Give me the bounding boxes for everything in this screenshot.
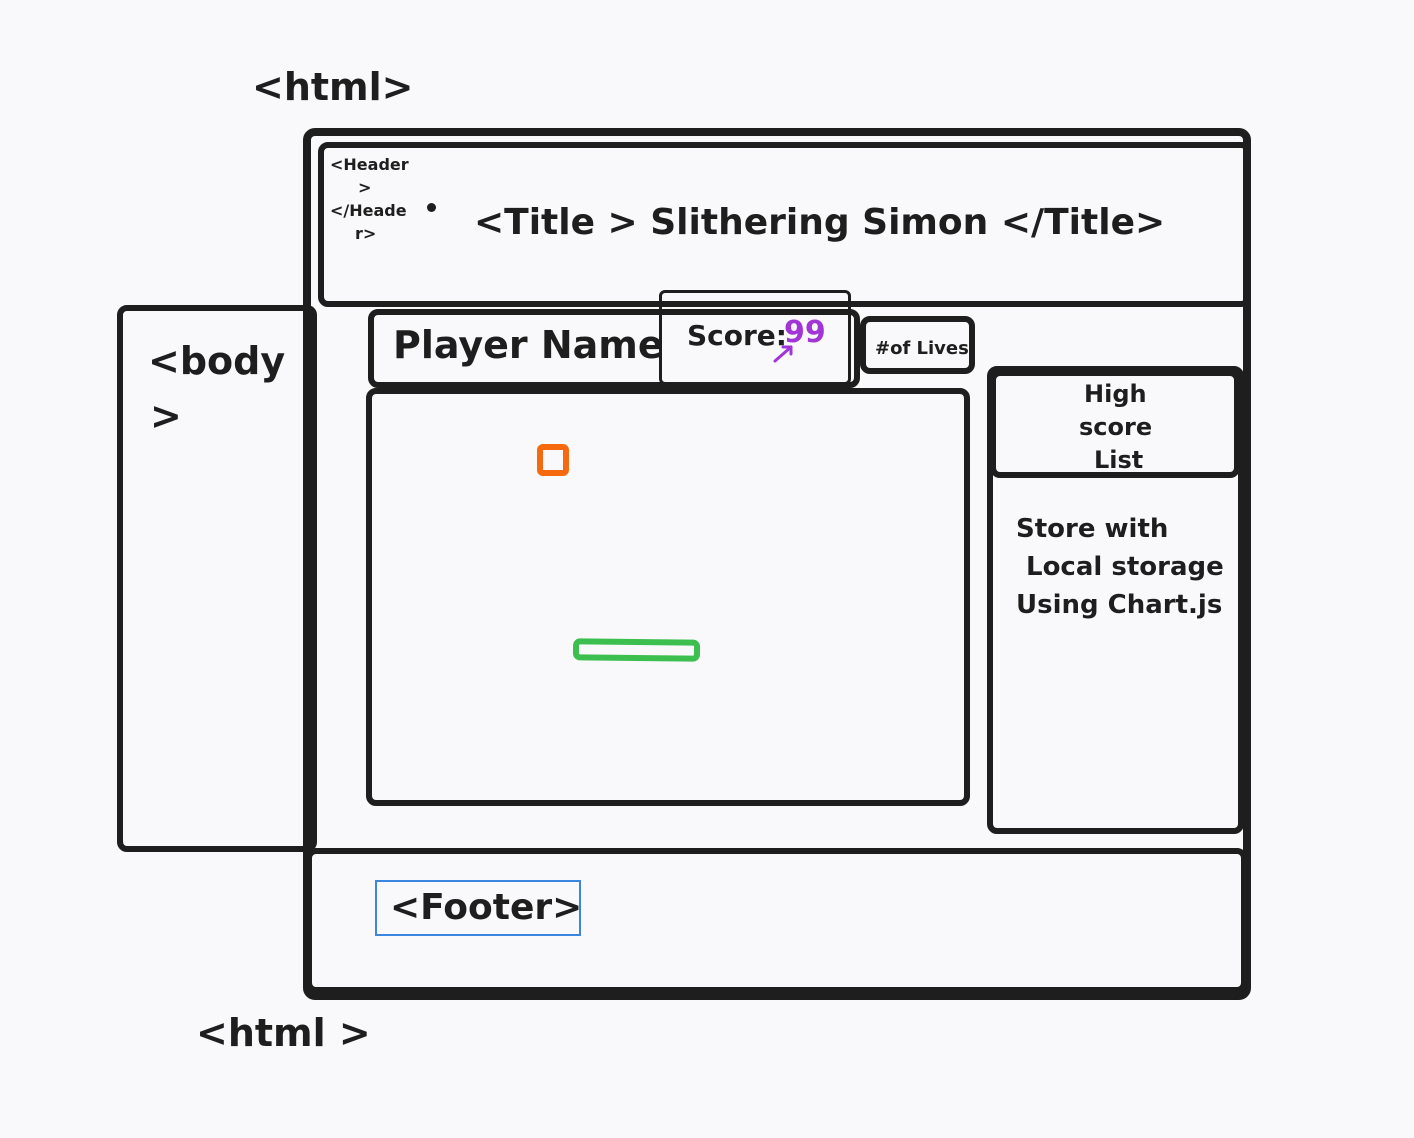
high-score-line1: High xyxy=(1084,380,1147,408)
high-score-header xyxy=(990,370,1240,478)
header-box xyxy=(318,142,1251,307)
score-box xyxy=(659,290,851,385)
header-tag-line2: > xyxy=(358,178,372,197)
high-score-panel xyxy=(987,366,1244,834)
storage-note-line2: Local storage xyxy=(1026,552,1224,582)
score-arrow-icon xyxy=(773,345,793,363)
high-score-line2: score xyxy=(1079,413,1153,441)
bullet-dot xyxy=(427,203,436,212)
html-close-label: <html > xyxy=(196,1011,371,1055)
lives-label: #of Lives xyxy=(875,338,969,359)
html-frame xyxy=(303,128,1251,1000)
lives-box xyxy=(860,316,975,374)
body-box xyxy=(117,305,317,852)
snake-body xyxy=(572,638,701,662)
header-tag-line3: </Heade xyxy=(330,201,407,220)
score-value: 99 xyxy=(784,315,826,350)
storage-note-line3: Using Chart.js xyxy=(1016,590,1223,620)
body-tag-line2: > xyxy=(150,394,182,438)
player-name: Player Name xyxy=(393,323,664,367)
header-tag-line4: r> xyxy=(355,224,377,243)
footer-label: <Footer> xyxy=(390,887,583,928)
score-label: Score: xyxy=(687,319,787,352)
footer-highlight xyxy=(375,880,581,936)
body-tag-line1: <body xyxy=(148,339,286,383)
header-tag-line1: <Header xyxy=(330,155,409,174)
high-score-line3: List xyxy=(1094,446,1144,474)
page-title: <Title > Slithering Simon </Title> xyxy=(474,202,1166,243)
storage-note-line1: Store with xyxy=(1016,514,1169,544)
food-square xyxy=(537,444,569,476)
footer-box xyxy=(306,848,1247,993)
html-open-label: <html> xyxy=(252,65,414,109)
player-bar xyxy=(368,309,860,388)
game-canvas[interactable] xyxy=(366,388,970,806)
